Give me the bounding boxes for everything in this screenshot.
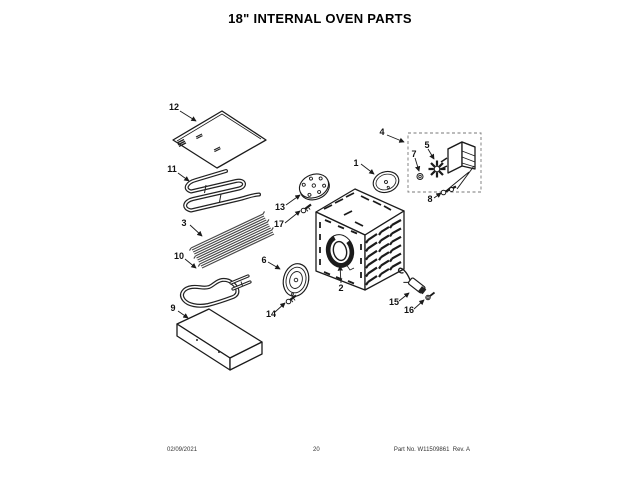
callout-8-label: 8 [427,194,432,204]
callout-11: 11 [167,164,190,182]
footer-page-number: 20 [313,447,320,453]
callout-4-label: 4 [379,127,384,137]
part-fan-motor [440,141,476,191]
callout-12-label: 12 [169,102,179,112]
part-fan-cover [282,263,310,297]
part-broil-element [183,169,261,213]
callout-14: 14 [266,302,286,319]
callout-10-label: 10 [174,251,184,261]
part-screw-17 [300,203,312,214]
callout-16: 16 [404,299,425,315]
callout-6: 6 [261,255,281,270]
callout-8: 8 [427,192,442,204]
part-oven-rack [188,211,275,269]
part-cover-disc [372,170,400,194]
callout-9: 9 [170,303,189,319]
callout-10: 10 [174,251,197,269]
callout-17-label: 17 [274,219,284,229]
cavity-front-welds [319,219,362,285]
callout-13-label: 13 [275,202,285,212]
part-flange-plate [298,173,330,201]
part-screw-14 [285,294,297,305]
cavity-top-welds [323,192,392,227]
callout-2-label: 2 [338,283,343,293]
part-fan-blade [428,160,446,178]
callout-12: 12 [169,102,197,122]
callout-9-label: 9 [170,303,175,313]
callout-1-label: 1 [353,158,358,168]
part-fan-motor-assembly [407,132,482,196]
callout-7: 7 [411,149,421,172]
footer-part-number: Part No. W11509861 Rev. A [393,447,470,453]
callout-14-label: 14 [266,309,276,319]
part-nut-7 [416,173,424,180]
part-liner-panel [172,110,267,169]
callout-7-label: 7 [411,149,416,159]
callout-5: 5 [424,140,435,160]
callout-5-label: 5 [424,140,429,150]
callout-16-label: 16 [404,305,414,315]
part-screw-8 [440,185,457,196]
part-oven-cavity [315,188,405,291]
cavity-side-louvers [364,219,403,287]
page-title: 18" INTERNAL OVEN PARTS [228,11,412,26]
callout-11-label: 11 [167,164,177,174]
callout-3-label: 3 [181,218,186,228]
part-bottom-tray [176,308,263,371]
part-bake-element [180,274,252,308]
callout-13: 13 [275,194,301,212]
part-temp-sensor [398,267,427,295]
footer-date: 02/09/2021 [167,447,198,453]
callout-6-label: 6 [261,255,266,265]
callout-4: 4 [379,127,405,143]
convection-ring-opening [325,234,355,271]
callout-3: 3 [181,218,203,237]
callout-17: 17 [274,210,301,229]
callout-15: 15 [389,292,410,307]
callout-1: 1 [353,158,375,175]
callout-15-label: 15 [389,297,399,307]
callout-2: 2 [337,265,344,293]
part-screw-16 [425,291,436,301]
